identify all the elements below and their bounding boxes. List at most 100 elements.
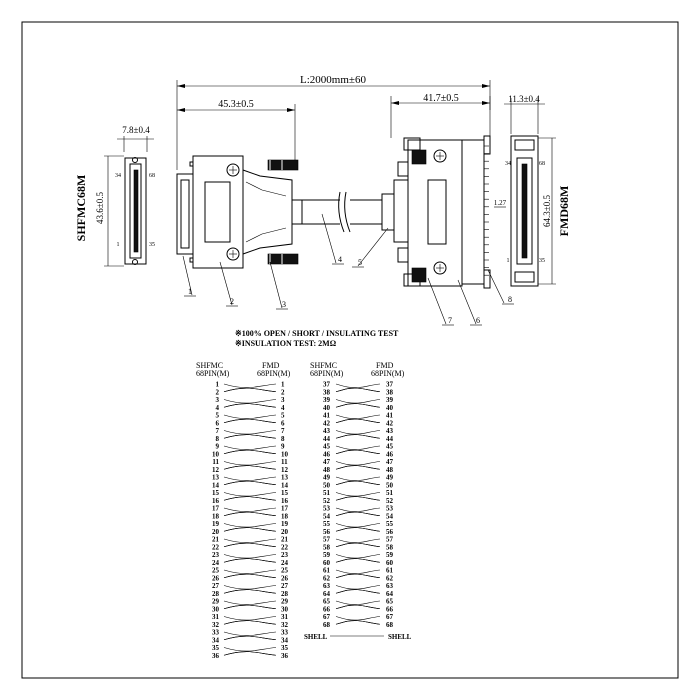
shell-left-label: SHELL <box>304 633 328 641</box>
wire-line <box>335 573 381 579</box>
wire-pin-left: 65 <box>323 598 331 606</box>
wire-line <box>223 480 277 486</box>
right-block-header-left-1: SHFMC <box>310 361 337 370</box>
wire-line <box>335 480 381 486</box>
wire-pin-right: 57 <box>386 536 394 544</box>
wire-pin-left: 66 <box>323 605 331 613</box>
wire-line <box>223 620 277 625</box>
wire-pin-right: 52 <box>386 497 394 505</box>
wire-line <box>223 465 277 470</box>
wire-row: 56 56 <box>323 527 394 536</box>
wire-pin-left: 55 <box>323 520 331 528</box>
left-pin-1: 1 <box>117 242 120 248</box>
wire-line <box>223 434 277 439</box>
wire-line <box>335 449 381 455</box>
wire-pin-right: 18 <box>281 512 289 520</box>
wire-pin-left: 25 <box>212 567 220 575</box>
wire-pin-left: 56 <box>323 528 331 536</box>
wire-line <box>335 430 381 435</box>
wire-pin-left: 3 <box>216 396 220 404</box>
wire-pin-right: 9 <box>281 443 285 451</box>
left-connector-face: SHFMC68M 43.6±0.5 7.8±0.4 34 68 1 35 <box>74 125 155 267</box>
right-pin-34: 34 <box>505 161 511 167</box>
wire-pin-right: 15 <box>281 489 289 497</box>
note-line-1: ※100% OPEN / SHORT / INSULATING TEST <box>235 329 399 338</box>
wire-line <box>223 496 277 501</box>
wire-line <box>223 507 277 512</box>
wire-pin-right: 36 <box>281 652 289 660</box>
left-face-height-label: 43.6±0.5 <box>95 192 105 224</box>
wire-pin-left: 63 <box>323 582 331 590</box>
wire-pin-right: 22 <box>281 543 289 551</box>
wire-pin-right: 21 <box>281 536 289 544</box>
wire-pin-left: 40 <box>323 404 331 412</box>
wire-line <box>335 600 381 605</box>
wire-line <box>335 496 381 501</box>
right-width-label: 41.7±0.5 <box>423 93 459 104</box>
wire-line <box>223 418 277 424</box>
wire-line <box>223 399 277 404</box>
wire-pin-right: 6 <box>281 419 285 427</box>
wire-line <box>335 569 381 574</box>
wire-pin-left: 68 <box>323 621 331 629</box>
wire-pin-left: 50 <box>323 481 331 489</box>
wire-pin-left: 44 <box>323 435 331 443</box>
wire-pin-left: 58 <box>323 543 331 551</box>
wire-pin-left: 4 <box>216 404 220 412</box>
wire-pin-right: 2 <box>281 388 285 396</box>
wire-line <box>335 434 381 439</box>
wire-pin-left: 12 <box>212 466 220 474</box>
right-block-header-right-2: 68PIN(M) <box>371 369 405 378</box>
shell-right-label: SHELL <box>388 633 412 641</box>
wiring-headers: SHFMC 68PIN(M) FMD 68PIN(M) SHFMC 68PIN(… <box>196 361 405 378</box>
wire-line <box>223 511 277 517</box>
wire-pin-right: 3 <box>281 396 285 404</box>
wire-pin-right: 56 <box>386 528 394 536</box>
callout-6: 6 <box>476 316 480 325</box>
wire-pin-left: 7 <box>216 427 220 435</box>
wire-line <box>335 604 381 610</box>
right-connector-face: 11.3±0.4 34 68 1 35 64.3±0.5 FMD68M <box>504 94 571 287</box>
wire-pin-right: 42 <box>386 419 394 427</box>
drawing-frame <box>21 21 679 679</box>
wire-pin-left: 26 <box>212 574 220 582</box>
wire-pin-right: 60 <box>386 559 394 567</box>
wire-pin-right: 45 <box>386 443 394 451</box>
wire-pin-right: 47 <box>386 458 394 466</box>
wire-pin-right: 32 <box>281 621 289 629</box>
wire-pin-left: 62 <box>323 574 331 582</box>
right-pin-1: 1 <box>507 258 510 264</box>
right-face-height-label: 64.3±0.5 <box>542 195 552 227</box>
wire-line <box>223 604 277 610</box>
wire-line <box>223 600 277 605</box>
test-notes: ※100% OPEN / SHORT / INSULATING TEST ※IN… <box>235 329 399 348</box>
wire-pin-left: 31 <box>212 613 220 621</box>
wire-pin-right: 50 <box>386 481 394 489</box>
wire-pin-left: 2 <box>216 388 220 396</box>
wire-line <box>223 631 277 636</box>
wire-pin-left: 59 <box>323 551 331 559</box>
wire-pin-left: 22 <box>212 543 220 551</box>
wire-pin-right: 38 <box>386 388 394 396</box>
wire-pin-right: 25 <box>281 567 289 575</box>
wire-row: 50 50 <box>323 480 394 489</box>
callout-4: 4 <box>338 255 342 264</box>
right-connector-name: FMD68M <box>557 186 571 237</box>
wire-line <box>335 620 381 625</box>
wire-line <box>223 492 277 497</box>
wire-pin-right: 26 <box>281 574 289 582</box>
